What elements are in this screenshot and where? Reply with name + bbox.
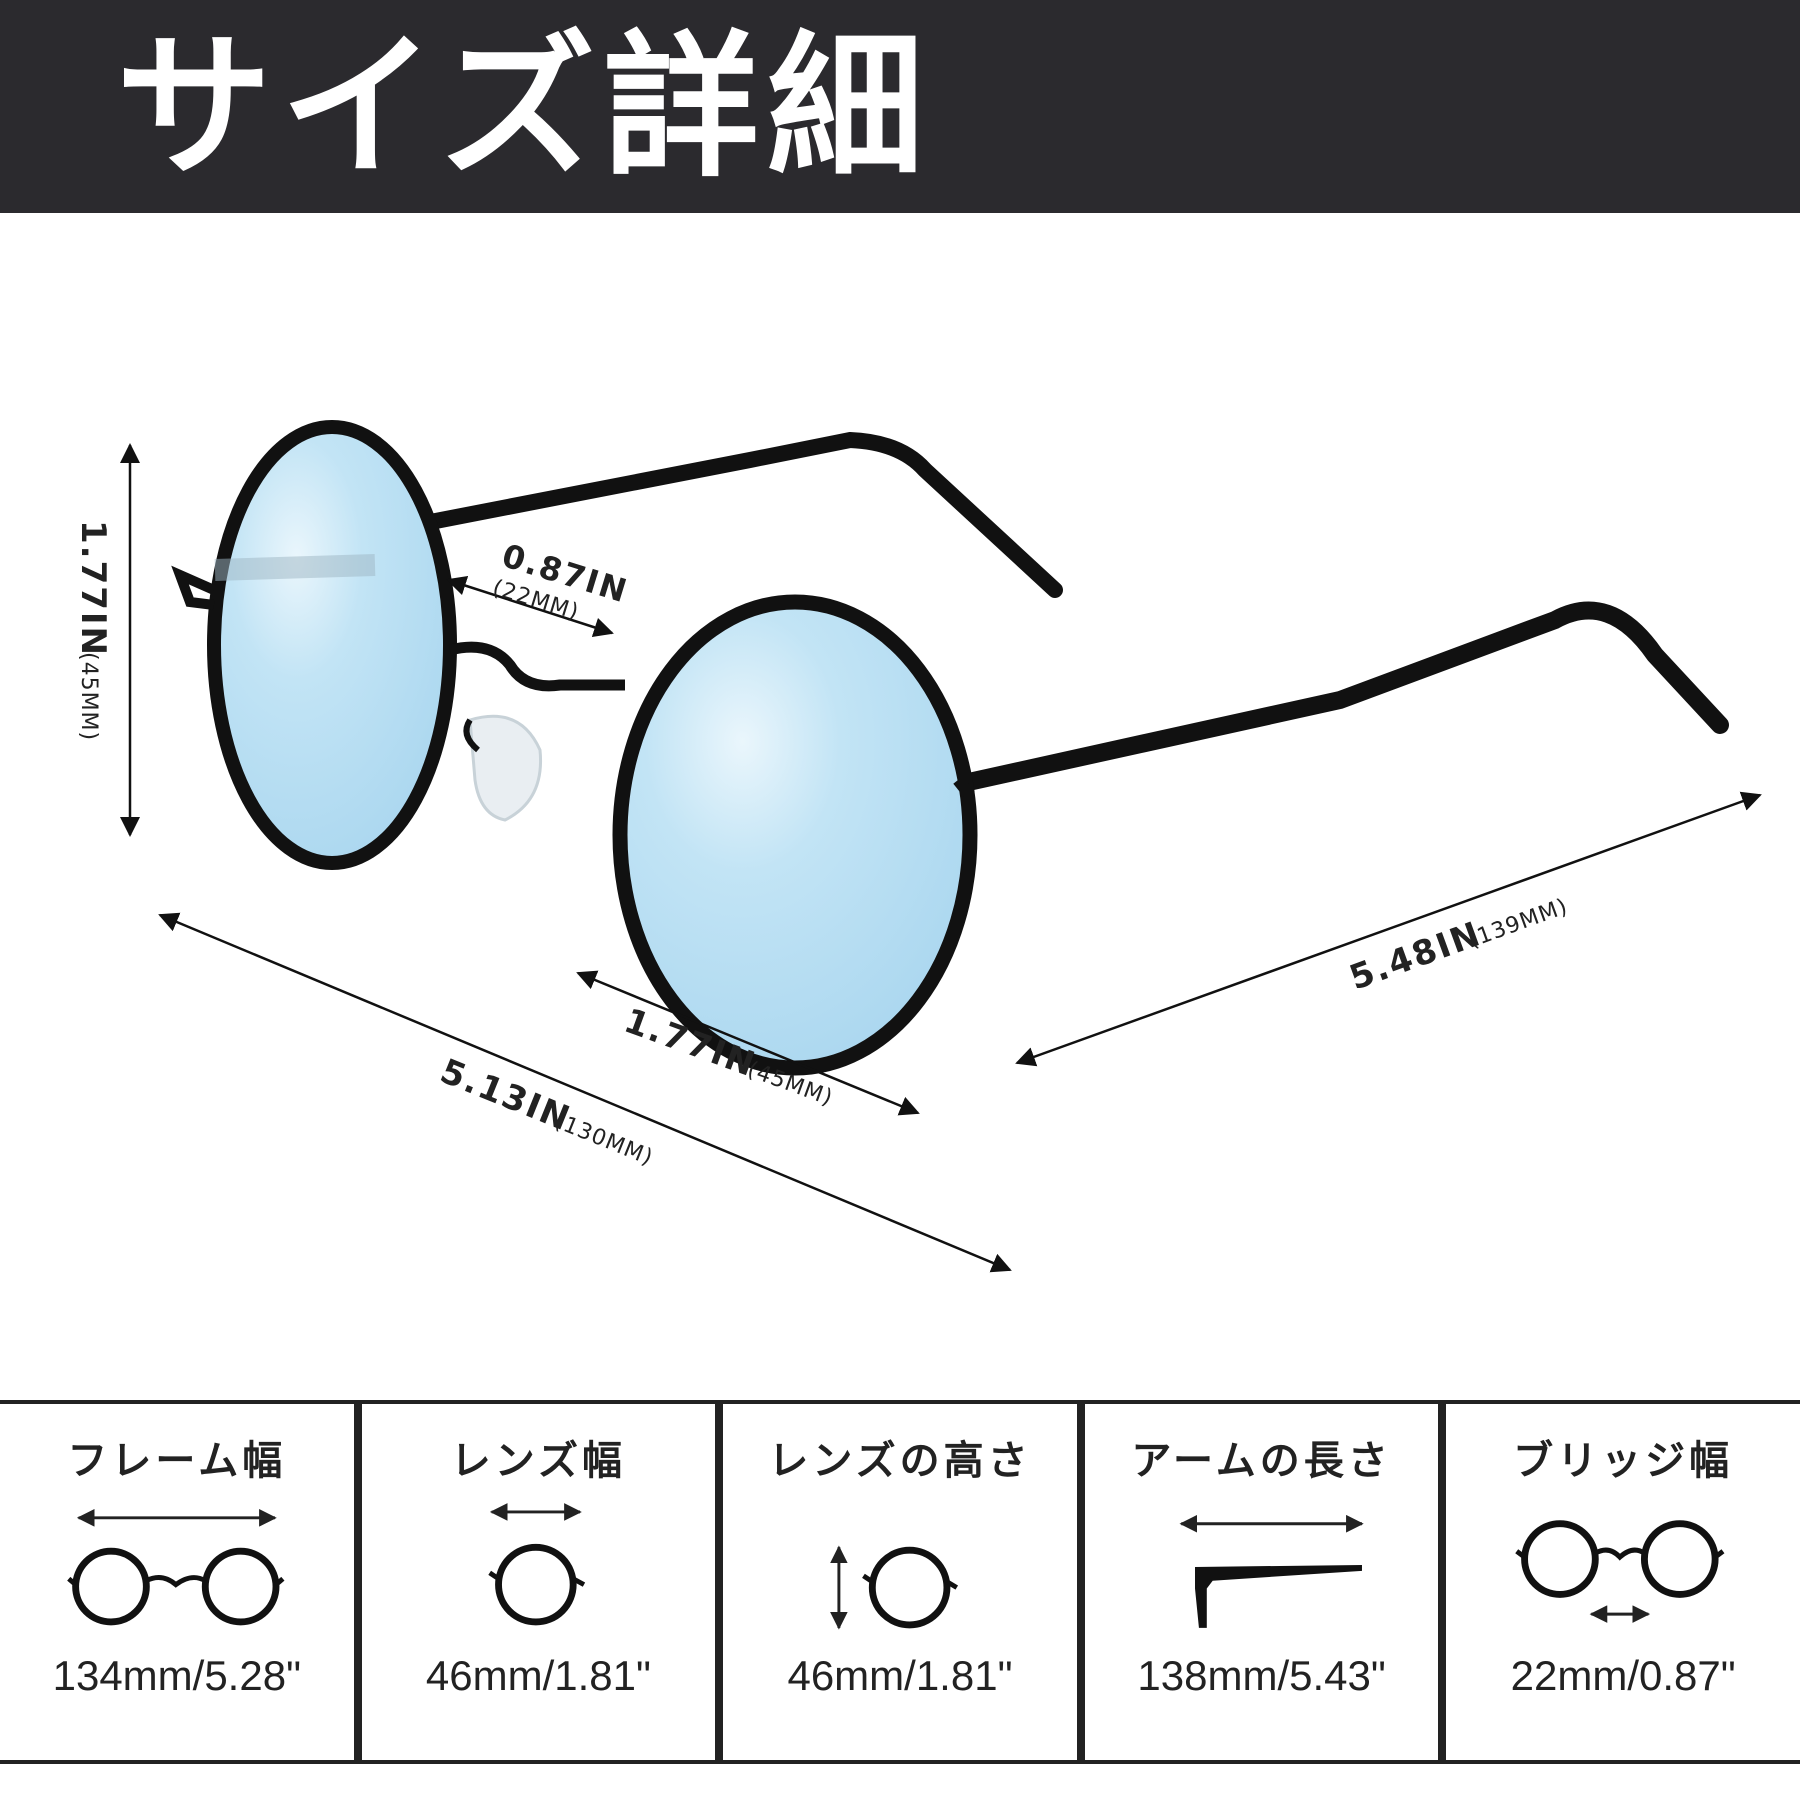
temple-arm-back [407, 431, 1063, 598]
spec-value: 22mm/0.87" [1510, 1652, 1736, 1699]
sunglasses-diagram: 1.77IN (45MM) 0.87IN (22MM) 1.77IN (45MM… [73, 420, 1762, 1273]
arm-length-icon [1179, 1514, 1364, 1628]
bridge [448, 641, 625, 692]
temple-arm-front [946, 601, 1729, 794]
product-illustration: 1.77IN (45MM) 0.87IN (22MM) 1.77IN (45MM… [0, 213, 1800, 1393]
frame-width-icon [67, 1508, 285, 1626]
spec-lens-height: レンズの高さ 46mm/1.81" [715, 1404, 1077, 1760]
bridge-width-icon [1515, 1520, 1725, 1623]
spec-label: アームの長さ [1131, 1438, 1392, 1484]
spec-frame-width: フレーム幅 134mm/5.28" [0, 1404, 354, 1760]
spec-label: レンズ幅 [450, 1438, 626, 1484]
header-banner: サイズ詳細 [0, 0, 1800, 213]
arm-length-arrow [1015, 791, 1762, 1067]
lens-height-icon [830, 1545, 959, 1630]
spec-bridge-width: ブリッジ幅 22mm/0.87" [1438, 1404, 1800, 1760]
spec-table: フレーム幅 134mm/5.28" レンズ幅 46mm/1.81" レンズの高さ [0, 1400, 1800, 1764]
spec-value: 46mm/1.81" [787, 1652, 1013, 1699]
arm-length-main: 5.48IN [1344, 914, 1486, 998]
page-title: サイズ詳細 [116, 16, 932, 198]
bridge-arrow [446, 576, 614, 637]
frame-width-label: 5.13IN (130MM) [435, 1051, 657, 1171]
spec-label: ブリッジ幅 [1513, 1438, 1734, 1484]
spec-value: 134mm/5.28" [52, 1652, 301, 1699]
spec-value: 138mm/5.43" [1137, 1652, 1386, 1699]
spec-label: フレーム幅 [67, 1438, 287, 1484]
arm-length-sub: (139MM) [1465, 894, 1571, 953]
lens-height-label: 1.77IN (45MM) [73, 520, 113, 741]
spec-lens-width: レンズ幅 46mm/1.81" [353, 1404, 716, 1760]
lens-height-sub: (45MM) [76, 652, 101, 741]
left-lens [171, 420, 457, 870]
spec-arm-length: アームの長さ 138mm/5.43" [1076, 1404, 1439, 1760]
lens-width-icon [487, 1503, 585, 1626]
frame-width-sub: (130MM) [551, 1109, 657, 1171]
spec-value: 46mm/1.81" [425, 1652, 651, 1699]
arm-length-label: 5.48IN (139MM) [1344, 894, 1571, 998]
frame-width-arrow [158, 912, 1012, 1273]
lens-height-main: 1.77IN [73, 520, 113, 657]
bridge-label: 0.87IN (22MM) [489, 536, 632, 625]
spec-label: レンズの高さ [768, 1438, 1032, 1484]
nose-pad [463, 714, 543, 822]
right-lens [612, 594, 978, 1076]
